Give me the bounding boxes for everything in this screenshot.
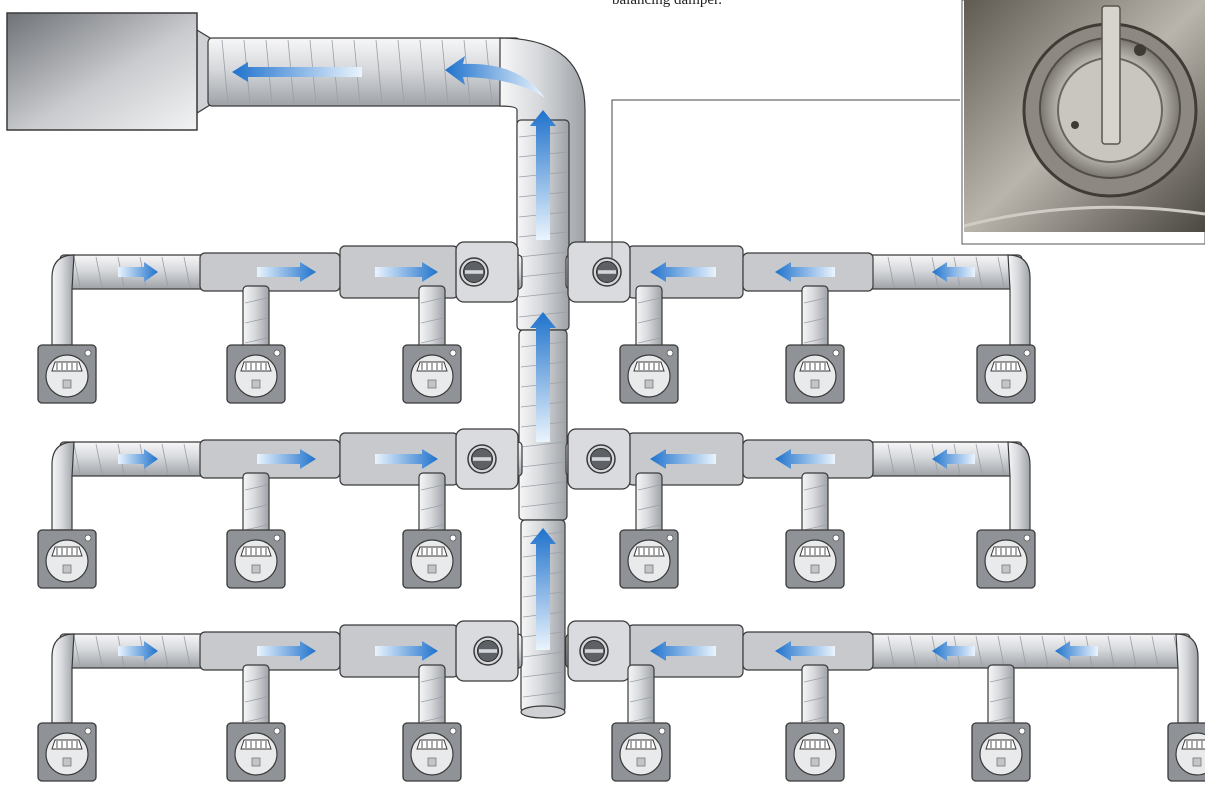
airflow-arrow-icon	[232, 62, 362, 82]
branch-drop-duct	[635, 285, 663, 350]
airflow-arrow-icon	[932, 449, 975, 469]
airflow-arrow-icon	[775, 641, 835, 661]
airflow-arrow-icon	[775, 449, 835, 469]
airflow-arrow-icon	[1055, 641, 1098, 661]
exhaust-fan-unit-icon	[6, 12, 198, 131]
balancing-damper-icon	[579, 636, 609, 666]
branch-drop-duct	[242, 664, 270, 728]
branch-drop-duct	[418, 664, 446, 728]
riser-cap	[520, 705, 566, 719]
airflow-arrow-icon	[530, 528, 556, 650]
balancing-damper-icon	[459, 257, 489, 287]
airflow-arrow-icon	[445, 56, 545, 98]
branch-drop-duct	[987, 664, 1015, 728]
caption-text: balancing damper.	[612, 0, 722, 8]
exhaust-grille-icon	[619, 529, 679, 589]
balancing-damper-icon	[592, 257, 622, 287]
airflow-arrow-icon	[530, 110, 556, 240]
exhaust-grille-icon	[226, 529, 286, 589]
exhaust-grille-icon	[976, 529, 1036, 589]
airflow-arrow-icon	[375, 641, 438, 661]
balancing-damper-icon	[467, 444, 497, 474]
branch-drop-duct	[801, 472, 829, 535]
exhaust-grille-icon	[226, 722, 286, 782]
duct-elbow	[1175, 633, 1199, 724]
airflow-arrow-icon	[375, 449, 438, 469]
airflow-arrow-icon	[257, 262, 316, 282]
exhaust-grille-icon	[785, 529, 845, 589]
airflow-arrow-icon	[257, 449, 316, 469]
duct-elbow	[1007, 441, 1031, 531]
balancing-damper-icon	[473, 636, 503, 666]
exhaust-grille-icon	[971, 722, 1031, 782]
exhaust-grille-icon	[611, 722, 671, 782]
airflow-arrow-icon	[650, 641, 716, 661]
exhaust-grille-icon	[37, 722, 97, 782]
exhaust-grille-icon	[402, 344, 462, 404]
airflow-arrow-icon	[650, 449, 716, 469]
exhaust-grille-icon	[226, 344, 286, 404]
exhaust-grille-icon	[37, 344, 97, 404]
airflow-arrow-icon	[775, 262, 835, 282]
exhaust-grille-icon	[402, 529, 462, 589]
damper-photo-icon	[961, 0, 1205, 245]
exhaust-grille-icon	[37, 529, 97, 589]
exhaust-grille-icon	[785, 344, 845, 404]
airflow-arrow-icon	[650, 262, 716, 282]
airflow-arrow-icon	[530, 312, 556, 442]
airflow-arrow-icon	[932, 641, 975, 661]
branch-drop-duct	[801, 664, 829, 728]
branch-drop-duct	[242, 285, 270, 350]
duct-elbow	[51, 254, 75, 346]
branch-drop-duct	[418, 285, 446, 350]
airflow-arrow-icon	[932, 262, 975, 282]
exhaust-grille-icon	[976, 344, 1036, 404]
airflow-arrow-icon	[375, 262, 438, 282]
duct-elbow	[1007, 254, 1031, 346]
exhaust-grille-icon	[785, 722, 845, 782]
airflow-arrow-icon	[118, 262, 158, 282]
airflow-arrow-icon	[118, 641, 158, 661]
exhaust-grille-icon	[402, 722, 462, 782]
balancing-damper-icon	[586, 444, 616, 474]
exhaust-grille-icon	[1167, 722, 1205, 782]
branch-drop-duct	[627, 664, 655, 728]
duct-elbow	[51, 441, 75, 531]
branch-drop-duct	[242, 472, 270, 535]
airflow-arrow-icon	[118, 449, 158, 469]
duct-elbow	[51, 633, 75, 724]
airflow-arrow-icon	[257, 641, 316, 661]
branch-drop-duct	[418, 472, 446, 535]
callout-line	[611, 99, 960, 258]
branch-drop-duct	[801, 285, 829, 350]
branch-drop-duct	[635, 472, 663, 535]
exhaust-grille-icon	[619, 344, 679, 404]
